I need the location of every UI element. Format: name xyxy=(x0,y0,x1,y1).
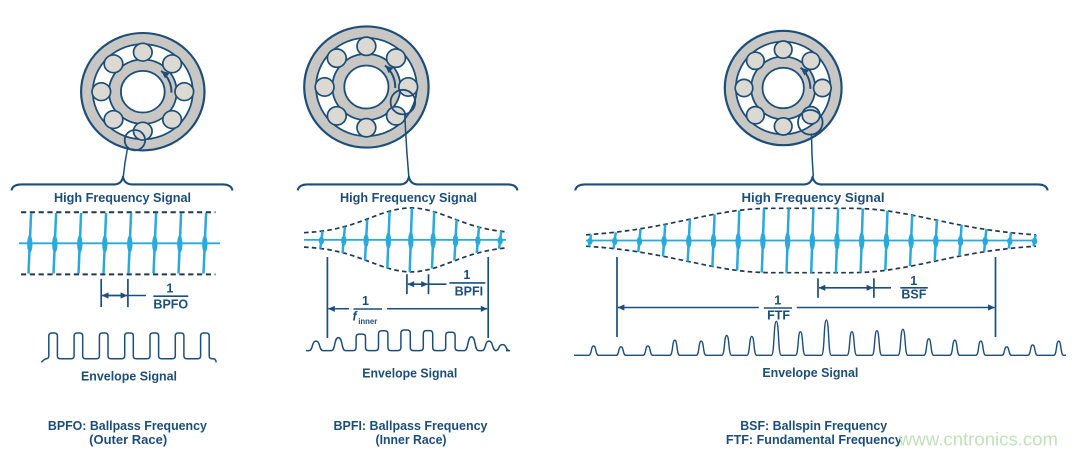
svg-text:(Outer Race): (Outer Race) xyxy=(89,433,167,447)
svg-text:BPFO: Ballpass Frequency: BPFO: Ballpass Frequency xyxy=(48,419,207,433)
svg-text:BSF: Ballspin Frequency: BSF: Ballspin Frequency xyxy=(740,419,887,433)
svg-text:Envelope Signal: Envelope Signal xyxy=(762,366,858,380)
svg-text:High Frequency Signal: High Frequency Signal xyxy=(340,190,477,205)
svg-text:BPFI: BPFI xyxy=(455,285,483,299)
svg-text:(Inner Race): (Inner Race) xyxy=(376,433,447,447)
svg-text:Envelope Signal: Envelope Signal xyxy=(81,370,177,384)
svg-text:FTF: FTF xyxy=(767,309,790,323)
svg-text:inner: inner xyxy=(358,317,377,326)
svg-text:BPFI: Ballpass Frequency: BPFI: Ballpass Frequency xyxy=(334,419,488,433)
svg-text:1: 1 xyxy=(362,294,369,308)
svg-text:Envelope Signal: Envelope Signal xyxy=(362,367,457,381)
svg-text:1: 1 xyxy=(463,268,470,282)
svg-text:1: 1 xyxy=(910,274,917,288)
svg-text:High Frequency Signal: High Frequency Signal xyxy=(54,190,191,205)
svg-text:www.cntronics.com: www.cntronics.com xyxy=(898,429,1058,450)
svg-text:f: f xyxy=(353,310,359,324)
svg-text:1: 1 xyxy=(166,282,173,296)
svg-text:BSF: BSF xyxy=(901,288,926,302)
svg-text:High Frequency Signal: High Frequency Signal xyxy=(742,190,885,205)
svg-text:FTF: Fundamental Frequency: FTF: Fundamental Frequency xyxy=(726,433,902,447)
svg-text:BPFO: BPFO xyxy=(153,298,188,312)
svg-text:1: 1 xyxy=(774,294,781,308)
